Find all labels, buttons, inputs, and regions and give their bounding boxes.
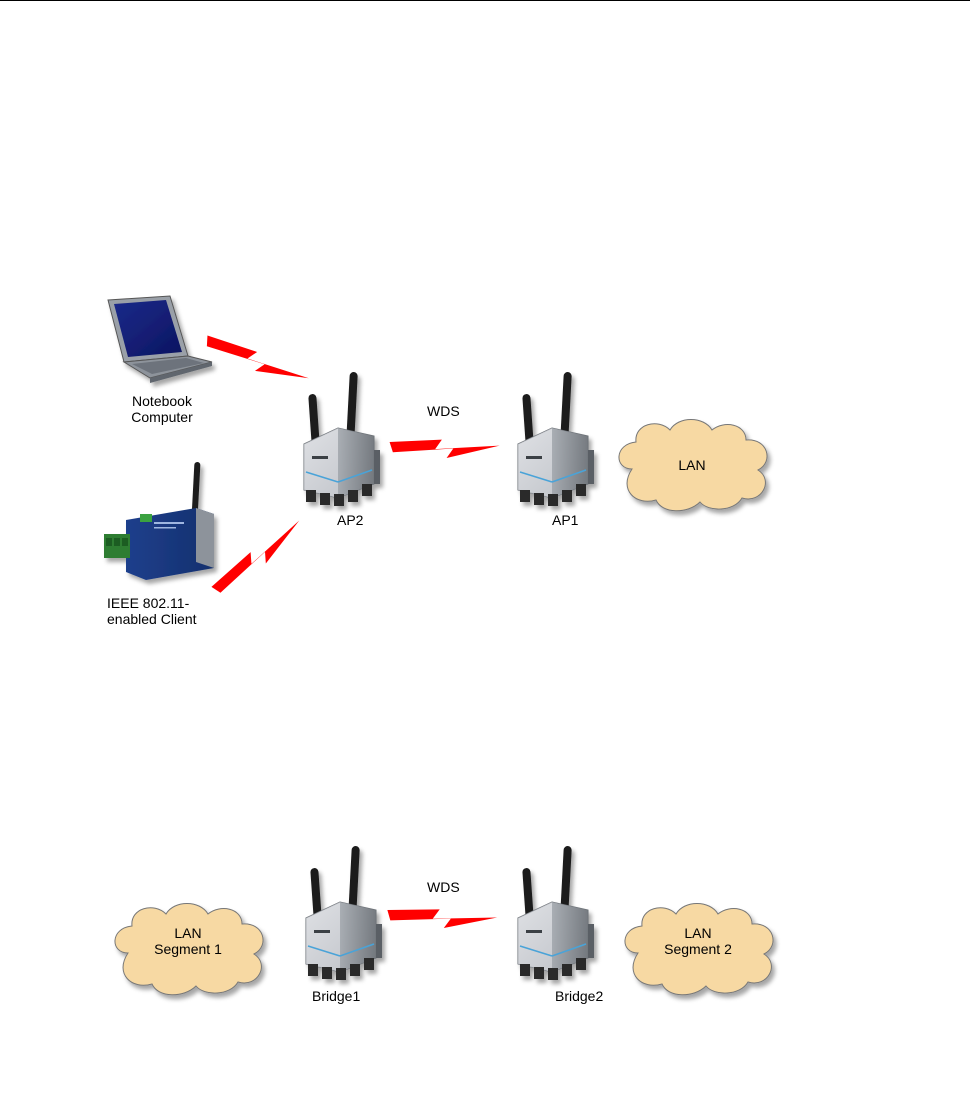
lan-segment-2-label: LAN Segment 2 (648, 925, 748, 957)
bridge1-device-icon (306, 846, 382, 980)
notebook-computer-icon (108, 296, 212, 383)
wds-label-bottom: WDS (427, 879, 460, 895)
client-label: IEEE 802.11- enabled Client (107, 595, 197, 627)
wds-link-ap2-ap1-icon (389, 436, 500, 462)
client-label-line1: IEEE 802.11- (107, 595, 197, 611)
client-label-line2: enabled Client (107, 611, 197, 627)
bridge2-label: Bridge2 (555, 988, 603, 1004)
wds-label-top: WDS (427, 403, 460, 419)
bridge1-label: Bridge1 (312, 988, 360, 1004)
ap2-device-icon (304, 372, 380, 506)
bridge2-device-icon (518, 846, 594, 980)
lan-segment-1-line1: LAN (138, 925, 238, 941)
lan-segment-1-label: LAN Segment 1 (138, 925, 238, 957)
client-device-icon (104, 462, 214, 580)
ap2-label: AP2 (337, 512, 363, 528)
wds-link-bridge-icon (386, 904, 497, 933)
notebook-label-line2: Computer (122, 409, 202, 425)
notebook-label: Notebook Computer (122, 393, 202, 425)
ap1-label: AP1 (552, 512, 578, 528)
lan-label: LAN (652, 457, 732, 473)
wireless-link-client-icon (208, 519, 308, 597)
wireless-link-notebook-icon (202, 330, 309, 393)
notebook-label-line1: Notebook (122, 393, 202, 409)
ap1-device-icon (518, 372, 594, 506)
lan-segment-2-line2: Segment 2 (648, 941, 748, 957)
lan-segment-1-line2: Segment 1 (138, 941, 238, 957)
lan-segment-2-line1: LAN (648, 925, 748, 941)
